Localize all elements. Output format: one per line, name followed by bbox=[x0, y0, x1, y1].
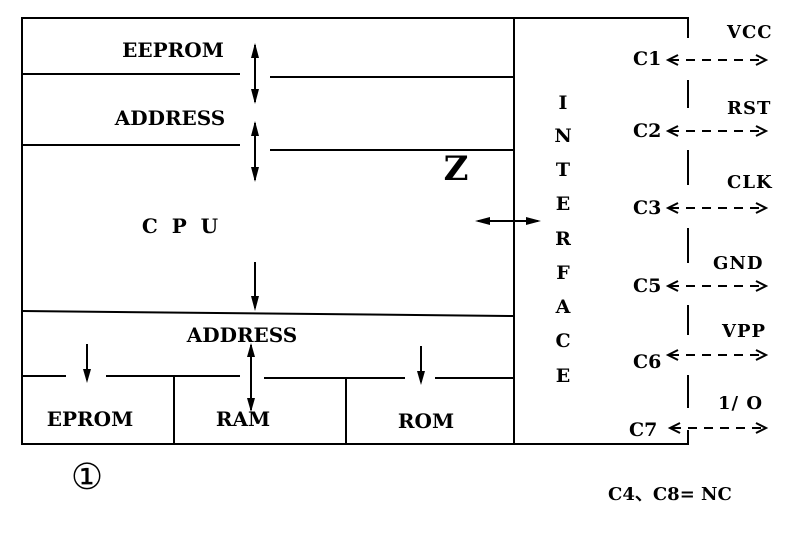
pin-signal-label: 1/ O bbox=[718, 393, 763, 414]
ram-label: RAM bbox=[216, 407, 270, 431]
figure-number: ① bbox=[71, 457, 103, 498]
interface-label: I N T E R F A C E bbox=[554, 92, 571, 387]
pin-contact-label: C7 bbox=[629, 419, 657, 441]
pin-row-c3: C3 CLK bbox=[633, 172, 773, 219]
pin-contact-label: C1 bbox=[633, 48, 661, 70]
interface-letter: R bbox=[555, 228, 571, 250]
pin-row-c1: C1 VCC bbox=[633, 22, 773, 70]
cpu-interface-arrow bbox=[475, 217, 541, 225]
interface-letter: E bbox=[556, 193, 570, 215]
nc-note: C4、C8= NC bbox=[608, 484, 732, 505]
pin-contact-label: C5 bbox=[633, 275, 661, 297]
pin-signal-label: GND bbox=[713, 253, 763, 274]
interface-letter: N bbox=[554, 125, 571, 147]
pin-contact-label: C3 bbox=[633, 197, 661, 219]
pin-row-c2: C2 RST bbox=[633, 98, 771, 142]
eprom-label: EPROM bbox=[47, 407, 133, 431]
interface-letter: F bbox=[556, 262, 570, 284]
pin-signal-label: VCC bbox=[726, 22, 773, 43]
address-bottom-label: ADDRESS bbox=[186, 323, 298, 347]
bottom-bus-lines bbox=[21, 310, 515, 444]
interface-letter: T bbox=[556, 159, 570, 181]
pin-row-c7: C7 1/ O bbox=[629, 393, 769, 441]
interface-letter: C bbox=[555, 330, 570, 352]
pin-contact-label: C6 bbox=[633, 351, 661, 373]
pin-signal-label: VPP bbox=[721, 321, 766, 342]
outer-frame bbox=[21, 17, 689, 445]
bus-arrows bbox=[83, 43, 425, 412]
z-mark: Z bbox=[444, 149, 469, 189]
eeprom-label: EEPROM bbox=[122, 38, 224, 62]
pin-signal-label: RST bbox=[727, 98, 771, 119]
address-top-label: ADDRESS bbox=[114, 106, 226, 130]
interface-letter: E bbox=[556, 365, 570, 387]
pin-contact-label: C2 bbox=[633, 120, 661, 142]
cpu-label: C P U bbox=[142, 214, 218, 238]
top-bus-lines bbox=[22, 73, 514, 151]
interface-letter: A bbox=[555, 296, 571, 318]
pin-signal-label: CLK bbox=[727, 172, 773, 193]
pin-row-c6: C6 VPP bbox=[633, 321, 769, 373]
rom-label: ROM bbox=[398, 409, 454, 433]
pin-row-c5: C5 GND bbox=[633, 253, 769, 297]
interface-letter: I bbox=[559, 92, 568, 114]
